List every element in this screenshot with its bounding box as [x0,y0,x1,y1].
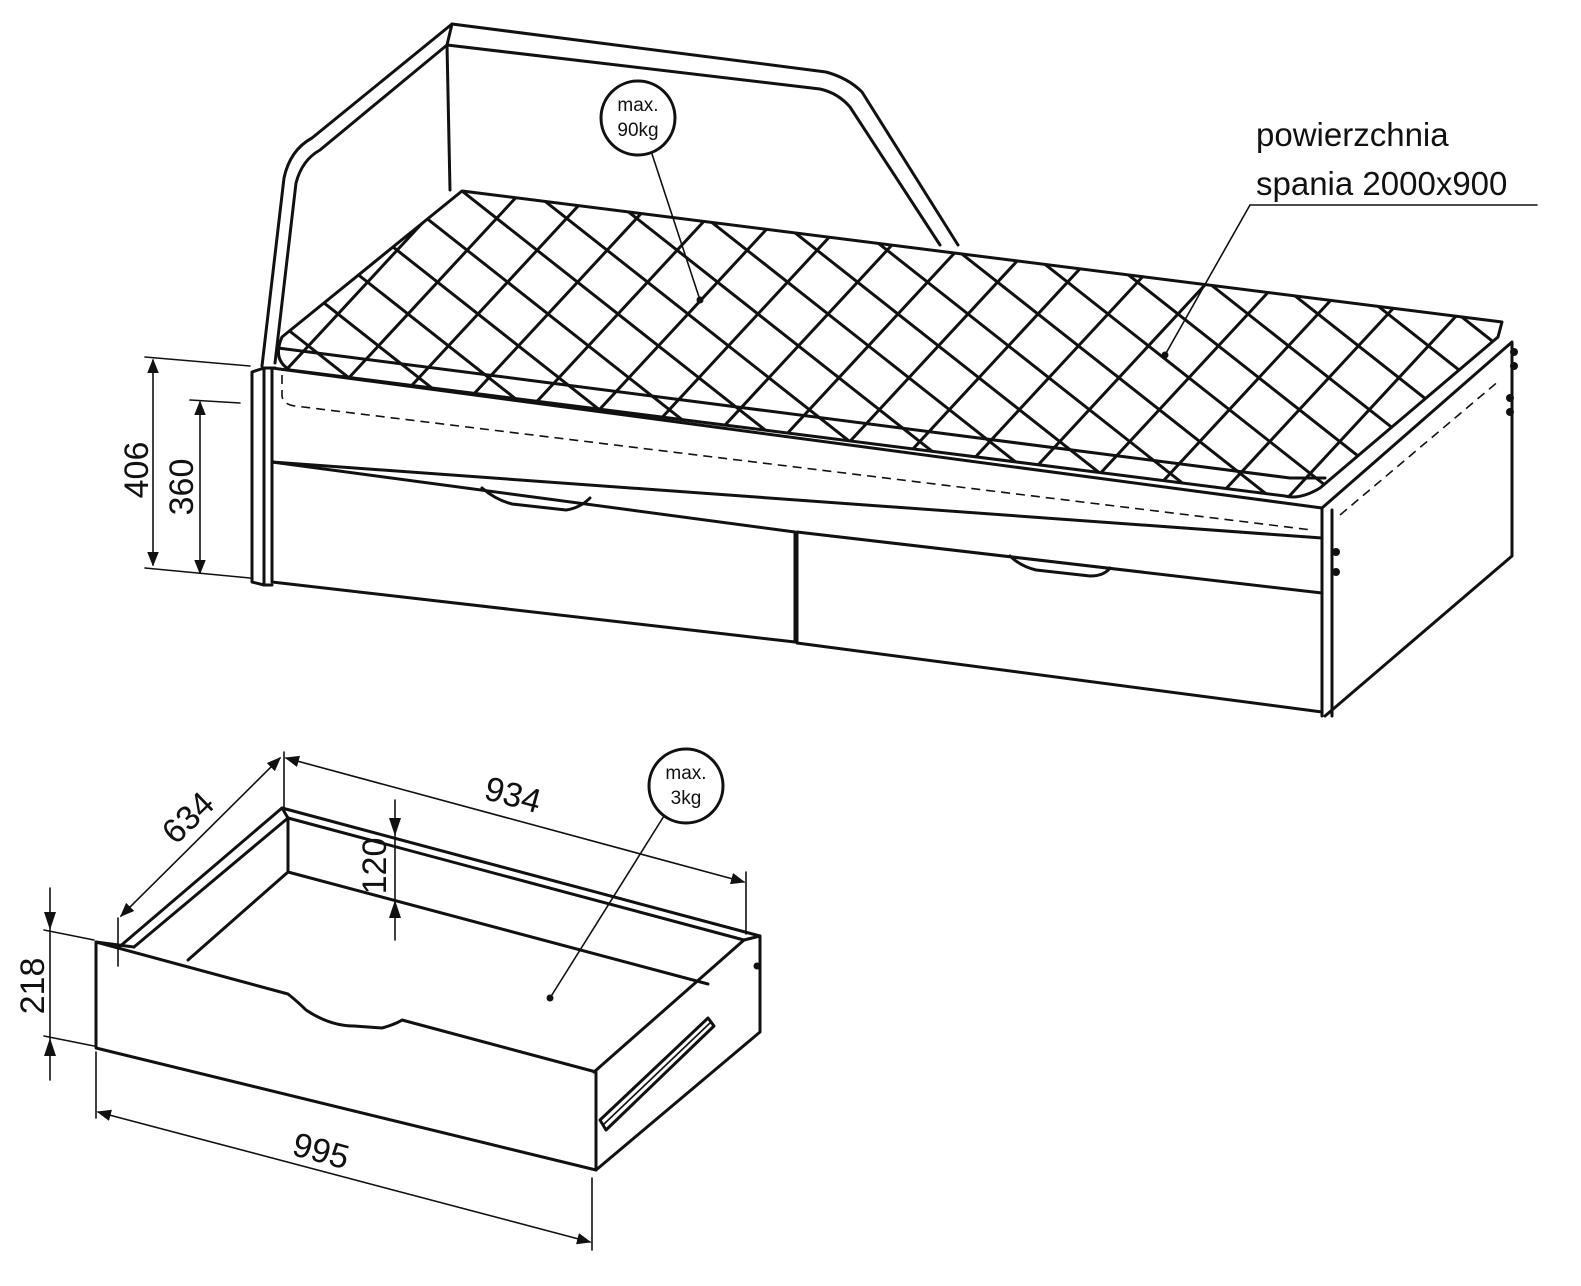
drawer-front-height-dimension: 218 [14,887,95,1081]
drawer-front [94,940,598,1172]
side-panel [260,22,960,368]
drawer-depth-dimension: 634 [117,751,285,967]
surface-label: powierzchnia spania 2000x900 [1161,116,1538,359]
drawer-load-line1: max. [665,763,706,784]
bed-load-line2: 90kg [617,120,658,141]
quilt-stitch-line [1530,150,1581,560]
bed-load-line1: max. [617,95,658,116]
quilt-stitch-line [1018,191,1402,497]
drawer-runner [598,1016,716,1132]
dim-406: 406 [118,442,156,499]
quilt-stitch-line [388,191,772,497]
end-panel [1320,340,1514,718]
bed-drawer-right [795,530,1324,714]
quilt-stitch-line [1318,191,1502,497]
drawer-inner-height-dimension: 120 [356,799,401,941]
bed-height-dimensions: 406 360 [118,356,251,579]
quilt-stitch-line [808,191,1192,497]
quilt-stitch-line [898,191,1422,497]
drawer-back-left [116,806,762,1172]
bed-drawing: max. 90kg powierzchnia spania 2000x900 4… [0,22,1581,718]
surface-line1: powierzchnia [1256,116,1449,153]
surface-line2: spania 2000x900 [1256,165,1507,202]
quilt-stitch-line [278,191,422,497]
quilt-stitch-line [618,191,1142,497]
bed-drawer-left [270,460,797,644]
quilt-stitch-line [278,191,562,497]
bed-load-callout: max. 90kg [599,79,704,304]
quilt-stitch-line [478,191,1002,497]
quilt-stitch-line [1158,191,1502,497]
quilt-stitch-line [318,191,702,497]
quilt-stitch-line [668,191,1052,497]
drawer-drawing: max. 3kg 634 934 120 [14,747,762,1251]
dim-360: 360 [163,459,201,516]
quilt-stitch-line [1228,191,1502,497]
drawer-inner-length-dimension: 934 [284,755,747,935]
quilt-stitch-line [408,191,932,497]
quilt-stitch-line [1510,150,1581,560]
dim-995: 995 [289,1126,354,1177]
quilt-stitch-line [278,191,442,497]
front-rail [270,366,1324,540]
quilt-stitch-line [1088,191,1472,497]
quilt-stitch-line [278,191,512,497]
quilt-stitch-line [1038,191,1502,497]
dim-634: 634 [155,785,222,852]
quilt-stitch-line [828,191,1352,497]
quilt-stitch-line [0,150,90,560]
quilt-stitch-line [0,150,20,560]
left-post [250,366,266,587]
dim-218: 218 [14,958,52,1015]
quilt-stitch-line [758,191,1282,497]
quilt-stitch-line [528,191,912,497]
quilt-stitch-line [1108,191,1502,497]
drawer-load-line2: 3kg [671,788,702,809]
quilt-stitch-line [278,191,632,497]
dim-120: 120 [356,838,394,895]
quilt-stitch-line [948,191,1332,497]
quilt-stitch-line [278,191,792,497]
